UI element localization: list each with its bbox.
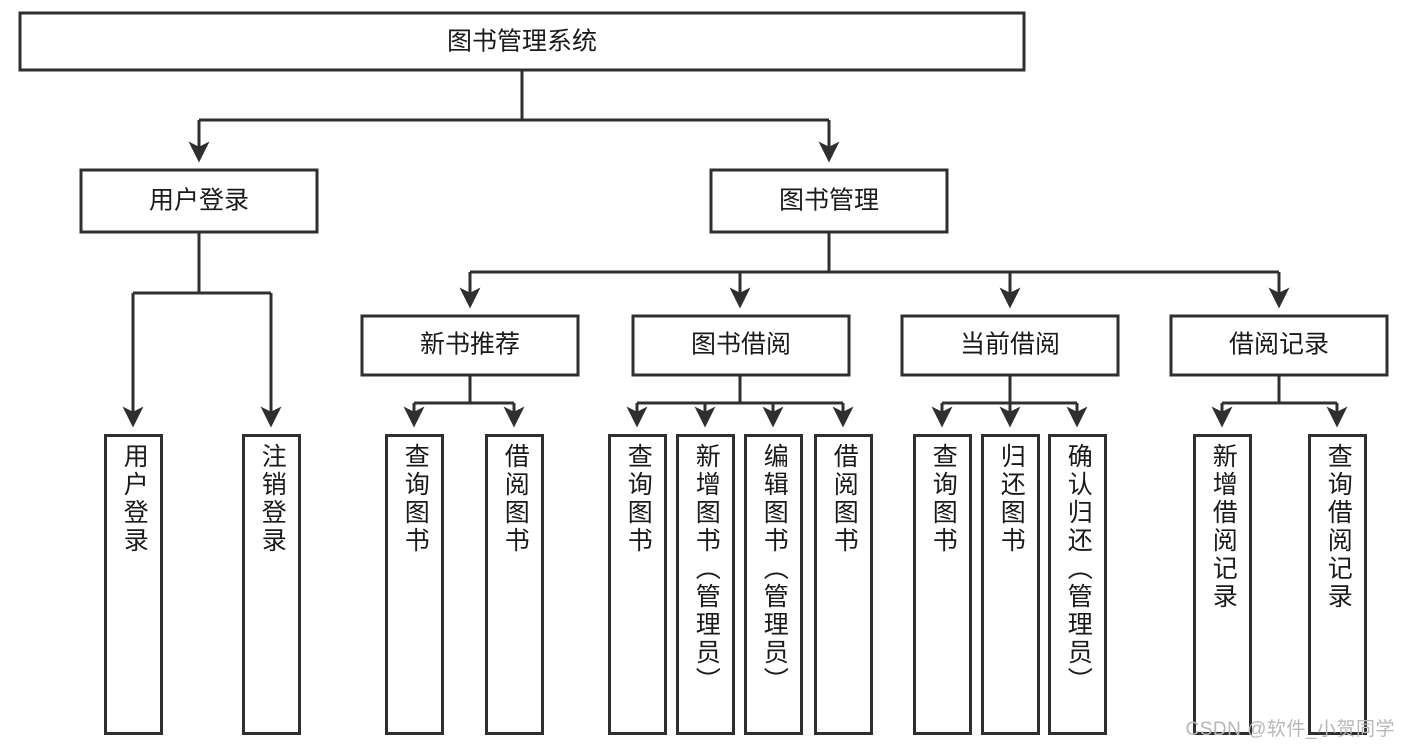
leaf-query-book-borrow[interactable]: 查询图书 (608, 434, 667, 735)
leaf-logout-label: 注销登录 (258, 443, 287, 555)
leaf-confirm-return-admin[interactable]: 确认归还（管理员） (1048, 434, 1107, 735)
node-borrow-record[interactable]: 借阅记录 (1169, 314, 1389, 377)
node-book-borrow-label: 图书借阅 (691, 331, 791, 359)
leaf-borrow-book[interactable]: 借阅图书 (814, 434, 873, 735)
node-new-book-recommend[interactable]: 新书推荐 (360, 314, 580, 377)
connector-currentborrow-to-leaves (931, 375, 1088, 428)
leaf-query-book-borrow-label: 查询图书 (624, 443, 653, 555)
leaf-query-book-current-label: 查询图书 (929, 443, 958, 555)
connector-userlogin-to-leaves (122, 232, 282, 428)
leaf-query-book-newbook-label: 查询图书 (401, 443, 430, 555)
leaf-add-book-admin[interactable]: 新增图书（管理员） (676, 434, 735, 735)
leaf-add-borrow-record[interactable]: 新增借阅记录 (1193, 434, 1252, 735)
leaf-return-book[interactable]: 归还图书 (981, 434, 1040, 735)
leaf-user-login[interactable]: 用户登录 (104, 434, 163, 735)
node-user-login-label: 用户登录 (149, 187, 249, 215)
connector-newbook-to-leaves (403, 375, 525, 428)
node-book-management[interactable]: 图书管理 (709, 168, 949, 234)
leaf-borrow-book-newbook-label: 借阅图书 (501, 443, 530, 555)
node-new-book-recommend-label: 新书推荐 (420, 331, 520, 359)
node-root-label: 图书管理系统 (447, 28, 597, 56)
leaf-return-book-label: 归还图书 (997, 443, 1026, 555)
leaf-query-book-newbook[interactable]: 查询图书 (385, 434, 444, 735)
node-borrow-record-label: 借阅记录 (1229, 331, 1329, 359)
node-current-borrow-label: 当前借阅 (960, 331, 1060, 359)
node-root[interactable]: 图书管理系统 (18, 11, 1026, 72)
leaf-edit-book-admin-label: 编辑图书（管理员） (760, 443, 789, 695)
connector-bookborrow-to-leaves (626, 375, 854, 428)
node-current-borrow[interactable]: 当前借阅 (900, 314, 1120, 377)
leaf-add-borrow-record-label: 新增借阅记录 (1209, 443, 1238, 611)
connector-borrowrecord-to-leaves (1211, 375, 1348, 428)
leaf-borrow-book-label: 借阅图书 (830, 443, 859, 555)
leaf-borrow-book-newbook[interactable]: 借阅图书 (485, 434, 544, 735)
node-book-borrow[interactable]: 图书借阅 (631, 314, 851, 377)
leaf-query-borrow-record-label: 查询借阅记录 (1324, 443, 1353, 611)
leaf-logout[interactable]: 注销登录 (242, 434, 301, 735)
connector-root-to-level2 (188, 70, 840, 163)
node-book-management-label: 图书管理 (779, 187, 879, 215)
leaf-edit-book-admin[interactable]: 编辑图书（管理员） (744, 434, 803, 735)
leaf-confirm-return-admin-label: 确认归还（管理员） (1064, 443, 1093, 695)
leaf-add-book-admin-label: 新增图书（管理员） (692, 443, 721, 695)
connector-bookmgmt-to-level3 (459, 232, 1290, 309)
leaf-query-borrow-record[interactable]: 查询借阅记录 (1308, 434, 1367, 735)
node-user-login[interactable]: 用户登录 (79, 168, 319, 234)
leaf-query-book-current[interactable]: 查询图书 (913, 434, 972, 735)
leaf-user-login-label: 用户登录 (120, 443, 149, 555)
